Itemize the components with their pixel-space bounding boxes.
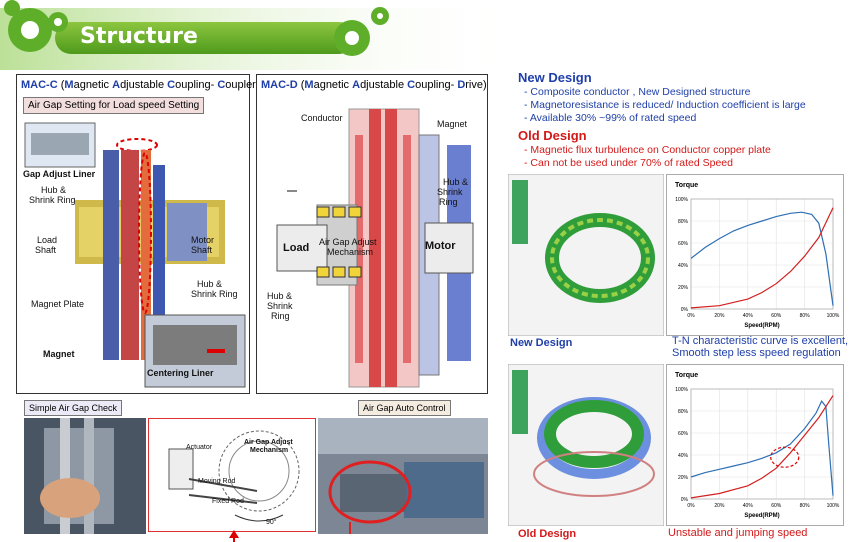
mac-c-coupling-illustration bbox=[24, 122, 246, 388]
x-tick-label: 100% bbox=[827, 503, 840, 509]
moving-rod-label: Moving Rod bbox=[198, 478, 236, 485]
plot-frame bbox=[690, 388, 834, 500]
y-tick-label: 40% bbox=[678, 453, 689, 459]
hub-shrink-left-label-1: Hub & bbox=[41, 185, 67, 195]
y-tick-label: 20% bbox=[678, 475, 689, 481]
new-design-comment-1: T-N characteristic curve is excellent, bbox=[672, 335, 849, 347]
air-gap-adjust-label-2: Mechanism bbox=[327, 247, 374, 257]
new-design-item-2: - Magnetoresistance is reduced/ Inductio… bbox=[524, 99, 806, 111]
old-design-item-1: - Magnetic flux turbulence on Conductor … bbox=[524, 144, 771, 156]
load-label: Load bbox=[283, 242, 310, 254]
motor-label: Motor bbox=[425, 240, 456, 252]
angle-label: 90° bbox=[266, 519, 277, 526]
section-banner bbox=[0, 0, 520, 70]
hub-left-label-3: Ring bbox=[271, 311, 290, 321]
series-line-1 bbox=[690, 395, 834, 499]
x-tick-label: 80% bbox=[800, 313, 811, 319]
page-title: Structure bbox=[80, 24, 198, 49]
gap-adjust-liner-label: Gap Adjust Liner bbox=[23, 169, 96, 179]
hub-right-label-1: Hub & bbox=[443, 177, 469, 187]
mac-c-panel: MAC-C (Magnetic Adjustable Coupling- Cou… bbox=[16, 74, 260, 394]
new-design-comment-2: Smooth step less speed regulation bbox=[672, 347, 841, 359]
old-design-heading: Old Design bbox=[518, 128, 587, 143]
load-shaft-label-1: Load bbox=[37, 235, 58, 245]
motor-shaft-label-2: Shaft bbox=[191, 245, 213, 255]
new-design-heading: New Design bbox=[518, 70, 592, 85]
hub-left-label-1: Hub & bbox=[267, 291, 293, 301]
new-design-torque-chart: Torque 0% 20% 40% 60% 80% 100% 0% 20% 40% 60% 80% 10… bbox=[666, 174, 844, 336]
y-tick-label: 60% bbox=[678, 431, 689, 437]
x-tick-label: 60% bbox=[771, 313, 782, 319]
hub-right-label-2: Shrink bbox=[437, 187, 463, 197]
x-tick-label: 20% bbox=[714, 503, 725, 509]
centering-liner-label: Centering Liner bbox=[147, 368, 214, 378]
actuator-label: Actuator bbox=[186, 444, 213, 451]
series-line-0 bbox=[690, 211, 834, 306]
y-tick-label: 0% bbox=[681, 497, 689, 503]
old-design-torque-chart: Torque 0% 20% 40% 60% 80% 100% 0% 20% 40% 60% 80% 10… bbox=[666, 364, 844, 526]
magnet-label: Magnet bbox=[437, 119, 468, 129]
fixed-rod-label: Fixed Rod bbox=[212, 498, 244, 505]
mac-d-drive-illustration bbox=[276, 108, 474, 388]
y-tick-label: 20% bbox=[678, 285, 689, 291]
arrow-up-icon bbox=[229, 530, 239, 542]
y-tick-label: 80% bbox=[678, 409, 689, 415]
hub-shrink-right-label-1: Hub & bbox=[197, 279, 223, 289]
plot-frame bbox=[690, 198, 834, 310]
new-design-simulation-image bbox=[508, 174, 664, 336]
x-tick-label: 100% bbox=[827, 313, 840, 319]
x-axis-label: Speed(RPM) bbox=[744, 513, 779, 519]
x-tick-label: 40% bbox=[743, 503, 754, 509]
x-tick-label: 60% bbox=[771, 503, 782, 509]
x-tick-label: 0% bbox=[687, 503, 695, 509]
y-tick-label: 60% bbox=[678, 241, 689, 247]
y-tick-label: 80% bbox=[678, 219, 689, 225]
new-design-item-1: - Composite conductor , New Designed str… bbox=[524, 86, 751, 98]
x-tick-label: 0% bbox=[687, 313, 695, 319]
x-tick-label: 80% bbox=[800, 503, 811, 509]
x-axis-label: Speed(RPM) bbox=[744, 323, 779, 329]
mechanism-diagram bbox=[168, 430, 300, 522]
auto-control-photo bbox=[318, 418, 488, 534]
x-tick-label: 40% bbox=[743, 313, 754, 319]
simple-air-gap-check-tag: Simple Air Gap Check bbox=[24, 400, 123, 416]
series-line-0 bbox=[690, 399, 834, 496]
x-tick-label: 20% bbox=[714, 313, 725, 319]
gear-icon bbox=[4, 0, 68, 52]
chart-title: Torque bbox=[675, 372, 698, 379]
old-design-comment: Unstable and jumping speed bbox=[668, 527, 808, 539]
magnet-plate-label: Magnet Plate bbox=[31, 299, 85, 309]
mechanism-label-1: Air Gap Adjust bbox=[244, 439, 293, 446]
hub-right-label-3: Ring bbox=[439, 197, 458, 207]
hub-left-label-2: Shrink bbox=[267, 301, 293, 311]
load-shaft-label-2: Shaft bbox=[35, 245, 57, 255]
instability-highlight bbox=[770, 446, 800, 468]
y-tick-label: 100% bbox=[675, 387, 688, 393]
old-design-caption: Old Design bbox=[518, 528, 577, 540]
conductor-label: Conductor bbox=[301, 113, 343, 123]
old-design-simulation-image bbox=[508, 364, 664, 526]
chart-title: Torque bbox=[675, 182, 698, 189]
mechanism-label-2: Mechanism bbox=[250, 447, 289, 454]
air-gap-auto-control-tag: Air Gap Auto Control bbox=[358, 400, 451, 416]
air-gap-adjust-label-1: Air Gap Adjust bbox=[319, 237, 377, 247]
y-tick-label: 100% bbox=[675, 197, 688, 203]
mac-c-title: MAC-C (Magnetic Adjustable Coupling- Cou… bbox=[21, 79, 260, 91]
air-gap-check-photo bbox=[24, 418, 146, 534]
mac-d-title: MAC-D (Magnetic Adjustable Coupling- Dri… bbox=[261, 79, 487, 91]
y-tick-label: 0% bbox=[681, 307, 689, 313]
motor-shaft-label-1: Motor bbox=[191, 235, 215, 245]
old-design-item-2: - Can not be used under 70% of rated Spe… bbox=[524, 157, 733, 169]
hub-shrink-right-label-2: Shrink Ring bbox=[191, 289, 238, 299]
gear-icon bbox=[334, 7, 389, 56]
new-design-item-3: - Available 30% ~99% of rated speed bbox=[524, 112, 697, 124]
air-gap-setting-box: Air Gap Setting for Load speed Setting bbox=[23, 97, 205, 114]
magnet-label: Magnet bbox=[43, 349, 75, 359]
y-tick-label: 40% bbox=[678, 263, 689, 269]
new-design-caption: New Design bbox=[510, 337, 573, 349]
hub-shrink-left-label-2: Shrink Ring bbox=[29, 195, 76, 205]
mac-d-panel: MAC-D (Magnetic Adjustable Coupling- Dri… bbox=[256, 74, 488, 394]
series-line-1 bbox=[690, 207, 834, 309]
